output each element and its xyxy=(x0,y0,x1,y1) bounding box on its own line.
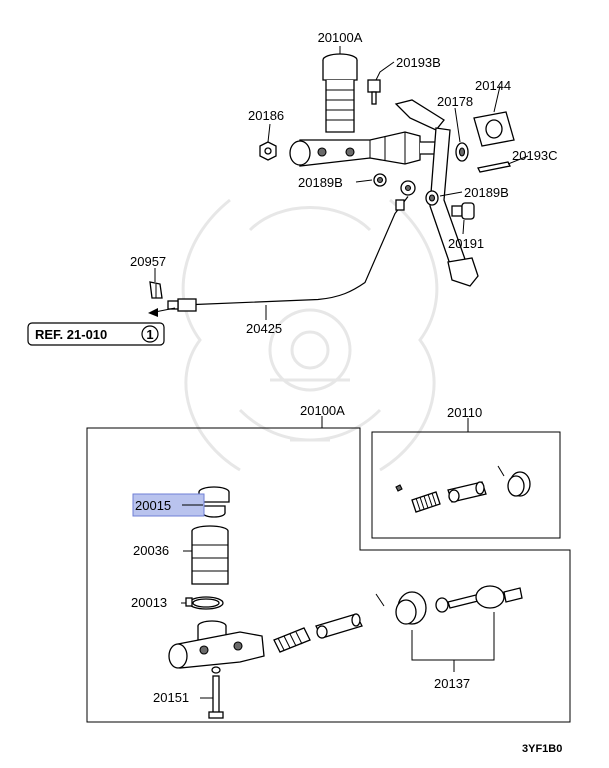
reference-link[interactable]: REF. 21-010 1 xyxy=(27,322,165,346)
pin-20193C xyxy=(477,161,511,173)
label-20193B[interactable]: 20193B xyxy=(396,55,441,70)
label-20189B-left[interactable]: 20189B xyxy=(298,175,343,190)
label-20137[interactable]: 20137 xyxy=(434,676,470,691)
watermark-emblem xyxy=(181,198,439,472)
reference-circle-icon xyxy=(141,325,159,343)
label-20957[interactable]: 20957 xyxy=(130,254,166,269)
reference-circle-number: 1 xyxy=(146,327,153,342)
label-20144[interactable]: 20144 xyxy=(475,78,511,93)
bushing-20189B-left xyxy=(373,173,387,187)
label-20151[interactable]: 20151 xyxy=(153,690,189,705)
label-20100A-box[interactable]: 20100A xyxy=(300,403,345,418)
upper-leader-lines xyxy=(154,46,529,320)
bushing-20178 xyxy=(455,142,469,162)
label-20189B-right[interactable]: 20189B xyxy=(464,185,509,200)
label-20191[interactable]: 20191 xyxy=(448,236,484,251)
reservoir-20036 xyxy=(191,525,229,585)
bolt-20151 xyxy=(208,675,224,719)
reference-box xyxy=(27,322,165,346)
reference-arrow xyxy=(148,307,176,317)
bushing-20189B-right xyxy=(425,190,439,206)
label-20100A-top[interactable]: 20100A xyxy=(318,30,363,45)
master-cylinder-assembly xyxy=(289,53,439,167)
highlight-box-20015 xyxy=(132,493,205,517)
bolt-20193B xyxy=(367,79,381,105)
pedal-bracket-20144 xyxy=(473,111,515,147)
lower-leader-lines xyxy=(181,416,495,699)
piston-kit-20137-parts xyxy=(273,585,523,653)
clip-20957 xyxy=(149,281,163,299)
cap-20015 xyxy=(198,486,230,518)
label-20178[interactable]: 20178 xyxy=(437,94,473,109)
label-20186[interactable]: 20186 xyxy=(248,108,284,123)
label-20036[interactable]: 20036 xyxy=(133,543,169,558)
clamp-20013 xyxy=(185,596,224,610)
label-20013[interactable]: 20013 xyxy=(131,595,167,610)
kit-20110-boundary xyxy=(371,431,561,539)
clutch-hose-20425 xyxy=(167,180,416,312)
label-20425[interactable]: 20425 xyxy=(246,321,282,336)
label-20110[interactable]: 20110 xyxy=(447,405,482,420)
clutch-pedal xyxy=(394,99,479,287)
cylinder-body xyxy=(168,620,265,674)
stopper-20191 xyxy=(451,202,475,220)
kit-20100A-boundary xyxy=(86,427,571,723)
label-20015[interactable]: 20015 xyxy=(135,498,171,513)
reference-text: REF. 21-010 xyxy=(35,327,107,342)
nut-20186 xyxy=(259,141,277,161)
repair-kit-20110-parts xyxy=(395,465,531,513)
label-20193C[interactable]: 20193C xyxy=(512,148,558,163)
drawing-code: 3YF1B0 xyxy=(522,743,562,755)
